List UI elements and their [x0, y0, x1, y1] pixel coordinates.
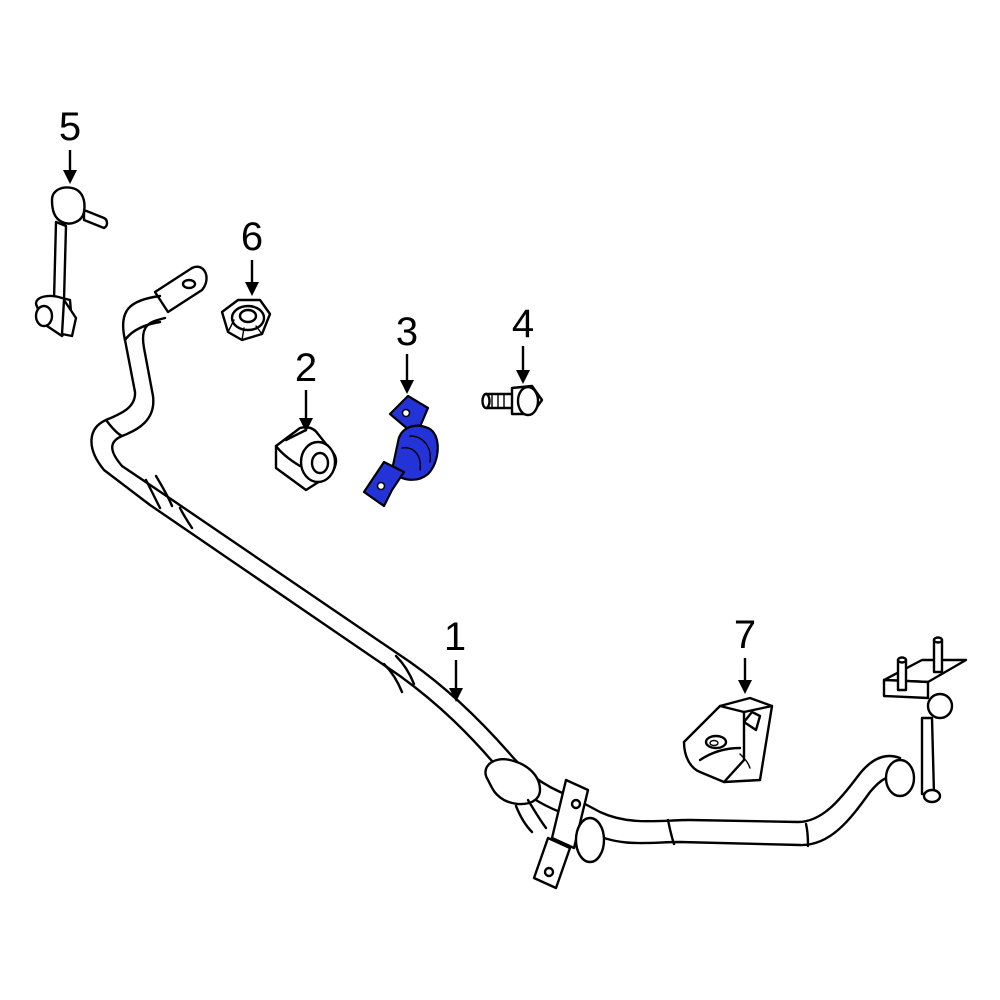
bushing-bracket[interactable] — [362, 394, 439, 508]
bolt[interactable] — [481, 384, 544, 417]
callout-number-6: 6 — [241, 215, 263, 259]
callout-6: 6 — [241, 215, 263, 296]
bracket[interactable] — [682, 696, 774, 784]
callout-7: 7 — [734, 613, 756, 694]
callout-3: 3 — [396, 310, 418, 394]
nut[interactable] — [220, 298, 272, 342]
callout-number-7: 7 — [734, 613, 756, 657]
callout-number-2: 2 — [295, 346, 317, 390]
callout-number-1: 1 — [444, 615, 466, 659]
bushing[interactable] — [274, 426, 338, 492]
callout-2: 2 — [295, 346, 317, 432]
callout-number-5: 5 — [59, 105, 81, 149]
stabilizer-bar[interactable] — [90, 265, 907, 890]
callout-number-3: 3 — [396, 310, 418, 354]
callout-5: 5 — [59, 105, 81, 184]
callout-number-4: 4 — [512, 302, 534, 346]
right-end-link — [882, 636, 968, 804]
callout-4: 4 — [512, 302, 534, 384]
stabilizer-link[interactable] — [34, 186, 109, 338]
callout-1: 1 — [444, 615, 466, 702]
